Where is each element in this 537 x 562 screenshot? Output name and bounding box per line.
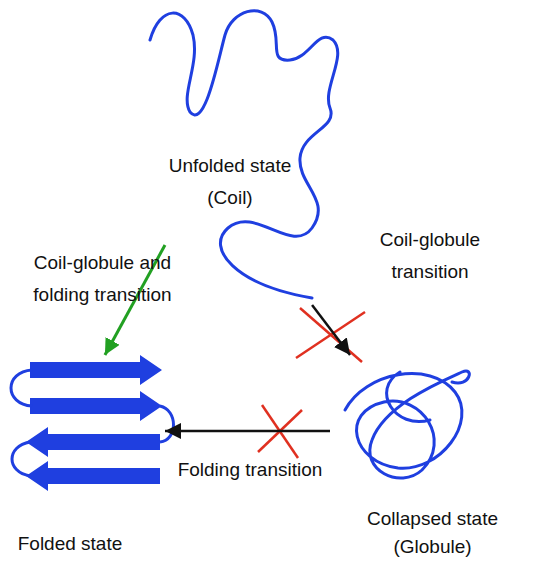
state-region: Folded state	[0, 355, 165, 562]
transition-label: Coil-globule transition	[365, 224, 495, 288]
transition-arrow	[165, 430, 330, 433]
sheet-loops	[11, 370, 174, 476]
state-region: Unfolded state (Coil)	[165, 5, 345, 305]
state-label: Folded state	[0, 528, 140, 560]
state-label: Collapsed state (Globule)	[365, 505, 500, 561]
transition-arrow	[312, 305, 350, 355]
transition-label: Coil-globule and folding transition	[15, 247, 190, 311]
globule-chain	[345, 371, 469, 478]
state-region: Collapsed state (Globule)	[330, 355, 537, 562]
beta-sheet	[26, 355, 162, 491]
transition-label: Folding transition	[155, 455, 345, 485]
coil-chain	[150, 11, 338, 298]
blocked-mark	[258, 308, 365, 458]
state-label: Unfolded state (Coil)	[165, 150, 295, 214]
